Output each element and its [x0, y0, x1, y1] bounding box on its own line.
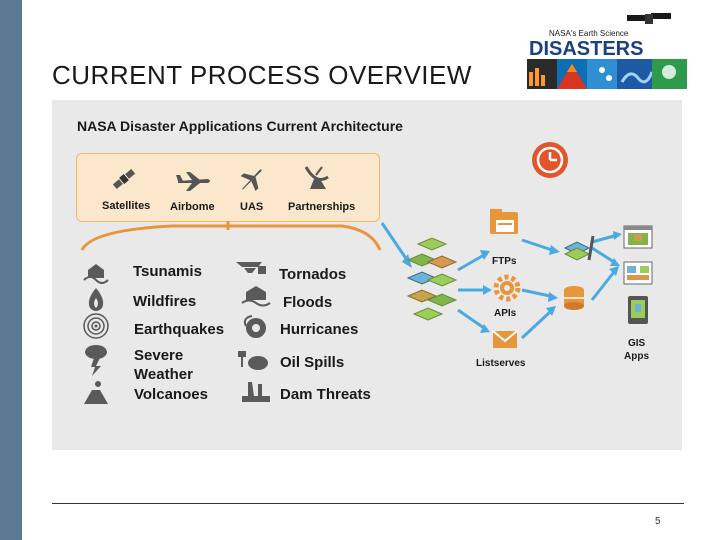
hazard-label-dam-threats: Dam Threats: [280, 386, 371, 403]
listserve-envelope-icon: [492, 330, 518, 348]
hazard-label-tsunamis: Tsunamis: [133, 263, 202, 280]
hazard-label-volcanoes: Volcanoes: [134, 386, 208, 403]
data-sources-box: [76, 153, 380, 222]
satellite-icon: [112, 168, 136, 190]
slide-title: CURRENT PROCESS OVERVIEW: [52, 60, 472, 90]
hazards-bracket: [80, 221, 382, 251]
hazard-label-floods: Floods: [283, 294, 333, 311]
api-gear-icon: [493, 274, 521, 302]
flood-icon: [241, 286, 271, 307]
source-label-satellites: Satellites: [102, 200, 150, 212]
gis-dashboard-icon: [623, 261, 653, 285]
oil-spill-icon: [238, 351, 268, 370]
severe-weather-icon: [85, 345, 107, 376]
gis-label-line2: Apps: [624, 351, 649, 362]
page-number: 5: [655, 516, 661, 527]
channel-label-apis: APIs: [494, 308, 517, 319]
logo-subtitle: NASA's Earth Science: [549, 29, 629, 38]
hazard-label-earthquakes: Earthquakes: [134, 321, 225, 338]
map-tools-icon: [563, 235, 595, 261]
hazard-label-hurricanes: Hurricanes: [280, 321, 359, 338]
logo-wordmark: DISASTERS: [529, 38, 643, 60]
logo-satellite-icon: [627, 13, 671, 24]
gis-label-line1: GIS: [628, 338, 646, 349]
satellite-dish-icon: [304, 166, 329, 189]
hurricane-icon: [243, 315, 266, 338]
left-sidebar-strip: [0, 0, 22, 540]
hazard-label-severe: Severe: [134, 347, 184, 364]
ftp-folder-icon: [490, 209, 518, 234]
source-label-uas: UAS: [240, 201, 263, 213]
volcano-icon: [84, 381, 108, 404]
logo-hazard-strip: [527, 59, 687, 89]
database-icon: [564, 286, 584, 310]
disasters-logo: NASA's Earth Science DISASTERS: [527, 13, 687, 89]
source-label-airborne: Airbome: [170, 201, 215, 213]
channel-label-ftps: FTPs: [492, 256, 517, 267]
gis-browser-map-icon: [623, 225, 653, 249]
map-layers-stack-icon: [406, 237, 458, 321]
tsunami-icon: [83, 264, 109, 284]
footer-divider: [52, 503, 684, 504]
source-label-partnerships: Partnerships: [288, 201, 355, 213]
flow-arrows: [380, 222, 622, 340]
hazard-label-tornados: Tornados: [279, 266, 347, 283]
diagram-heading: NASA Disaster Applications Current Archi…: [77, 118, 403, 134]
hazard-label-wildfires: Wildfires: [133, 293, 197, 310]
clock-icon: [532, 142, 568, 178]
channel-label-listserves: Listserves: [476, 358, 526, 369]
source-icons: Satellites Airbome UAS Partnerships: [102, 166, 355, 213]
wildfire-icon: [88, 288, 104, 311]
hazard-label-weather: Weather: [134, 366, 193, 383]
hazard-label-oil-spills: Oil Spills: [280, 354, 345, 371]
gis-tablet-icon: [628, 296, 648, 324]
uas-drone-icon: [240, 169, 262, 192]
tornado-icon: [236, 262, 266, 274]
flow-diagram: FTPs APIs Listserves GIS App: [80, 142, 653, 404]
dam-threat-icon: [242, 382, 270, 402]
earthquake-icon: [83, 313, 109, 339]
airplane-icon: [176, 172, 210, 191]
